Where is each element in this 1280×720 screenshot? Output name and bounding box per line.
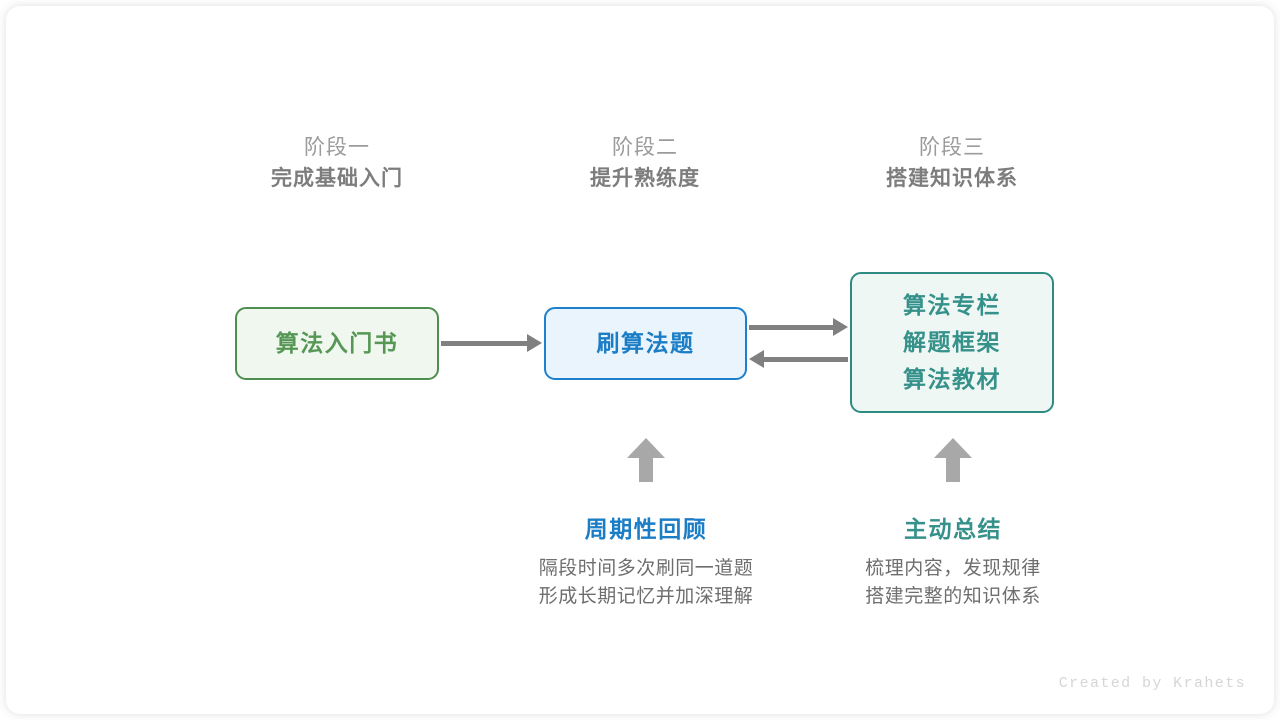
- stage-header-3: 阶段三 搭建知识体系: [822, 134, 1082, 196]
- arrow-head: [749, 350, 764, 368]
- node-practice-problems[interactable]: 刷算法题: [544, 307, 747, 380]
- stage-title-1: 完成基础入门: [271, 167, 403, 190]
- stage-label-3: 阶段三: [919, 136, 985, 159]
- stage-label-1: 阶段一: [304, 136, 370, 159]
- node-intro-book-label: 算法入门书: [275, 330, 399, 356]
- arrow-up-stem: [639, 457, 653, 482]
- annotation-periodic-review-desc-line-1: 隔段时间多次刷同一道题: [538, 558, 754, 579]
- annotation-periodic-review: 周期性回顾 隔段时间多次刷同一道题 形成长期记忆并加深理解: [486, 512, 806, 611]
- arrow-shaft: [749, 324, 838, 330]
- watermark-credit: Created by Krahets: [1058, 675, 1246, 692]
- annotation-active-summary: 主动总结 梳理内容，发现规律 搭建完整的知识体系: [793, 512, 1113, 611]
- arrow-shaft: [759, 356, 848, 362]
- arrow-head: [833, 318, 848, 336]
- annotation-active-summary-desc-line-1: 梳理内容，发现规律: [865, 558, 1041, 579]
- arrow-up-stem: [946, 457, 960, 482]
- arrow-resources-to-practice-icon: [749, 348, 848, 370]
- node-resources-line-3: 算法教材: [903, 366, 1001, 392]
- annotation-active-summary-title: 主动总结: [904, 516, 1002, 542]
- stage-header-2: 阶段二 提升熟练度: [515, 134, 775, 196]
- arrow-head: [527, 334, 542, 352]
- node-intro-book[interactable]: 算法入门书: [235, 307, 439, 380]
- arrow-shaft: [441, 340, 532, 346]
- annotation-periodic-review-title: 周期性回顾: [584, 516, 708, 542]
- spacer: [486, 546, 806, 555]
- spacer: [793, 546, 1113, 555]
- node-practice-problems-label: 刷算法题: [596, 330, 695, 356]
- stage-title-2: 提升熟练度: [590, 167, 700, 190]
- stage-label-2: 阶段二: [612, 136, 678, 159]
- arrow-up-review-icon: [627, 438, 665, 482]
- annotation-active-summary-desc-line-2: 搭建完整的知识体系: [865, 586, 1041, 607]
- stage-header-1: 阶段一 完成基础入门: [207, 134, 467, 196]
- arrow-practice-to-resources-icon: [749, 316, 848, 338]
- node-resources[interactable]: 算法专栏 解题框架 算法教材: [850, 272, 1054, 413]
- arrow-book-to-practice-icon: [441, 332, 542, 354]
- node-resources-line-2: 解题框架: [903, 329, 1001, 355]
- node-resources-line-1: 算法专栏: [903, 292, 1001, 318]
- arrow-up-tip: [627, 438, 665, 458]
- arrow-up-tip: [934, 438, 972, 458]
- stage-title-3: 搭建知识体系: [886, 167, 1018, 190]
- annotation-periodic-review-desc-line-2: 形成长期记忆并加深理解: [538, 586, 754, 607]
- arrow-up-summary-icon: [934, 438, 972, 482]
- diagram-canvas: 阶段一 完成基础入门 阶段二 提升熟练度 阶段三 搭建知识体系 算法入门书 刷算…: [6, 6, 1274, 714]
